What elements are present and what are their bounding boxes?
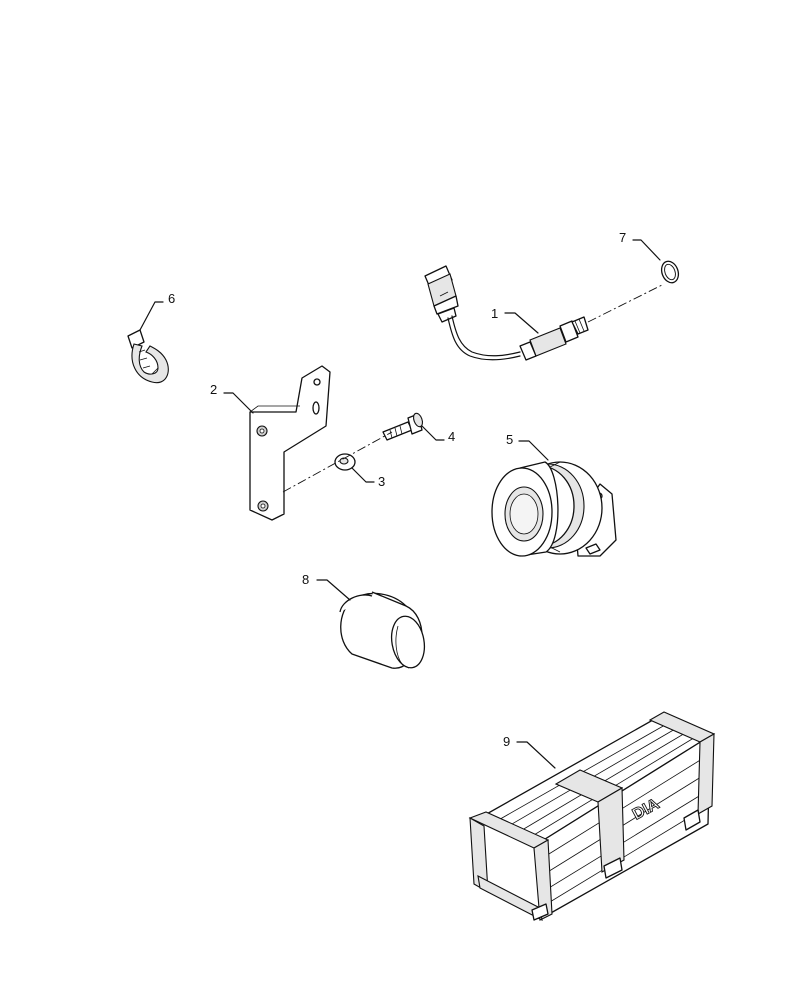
cylindrical-cap-icon (339, 591, 426, 669)
assembly-centerline-sensor (587, 283, 665, 323)
buzzer-horn-icon (491, 461, 617, 557)
callout-1: 1 (491, 306, 539, 334)
mounting-bracket-icon (249, 365, 331, 521)
callout-1-label: 1 (491, 306, 498, 321)
callout-5: 5 (506, 432, 549, 461)
callout-9-label: 9 (503, 734, 510, 749)
callout-2: 2 (210, 382, 254, 414)
callout-9: 9 (503, 734, 556, 769)
callout-7-label: 7 (619, 230, 626, 245)
callout-3-label: 3 (378, 474, 385, 489)
callout-6-label: 6 (168, 291, 175, 306)
o-ring-icon (660, 260, 680, 284)
callout-8-label: 8 (302, 572, 309, 587)
shipping-crate-icon: DIA (468, 711, 716, 921)
washer-icon (334, 453, 356, 471)
callout-3: 3 (351, 467, 385, 489)
sensor-with-cable-icon (424, 265, 589, 361)
callout-5-label: 5 (506, 432, 513, 447)
callout-4-label: 4 (448, 429, 455, 444)
callout-2-label: 2 (210, 382, 217, 397)
callout-6: 6 (139, 291, 175, 331)
cable-tie-icon (127, 329, 169, 384)
bolt-icon (382, 412, 424, 441)
callout-8: 8 (302, 572, 351, 601)
callout-4: 4 (421, 425, 455, 444)
callout-7: 7 (619, 230, 661, 261)
assembly-centerline-bolt (282, 431, 393, 493)
